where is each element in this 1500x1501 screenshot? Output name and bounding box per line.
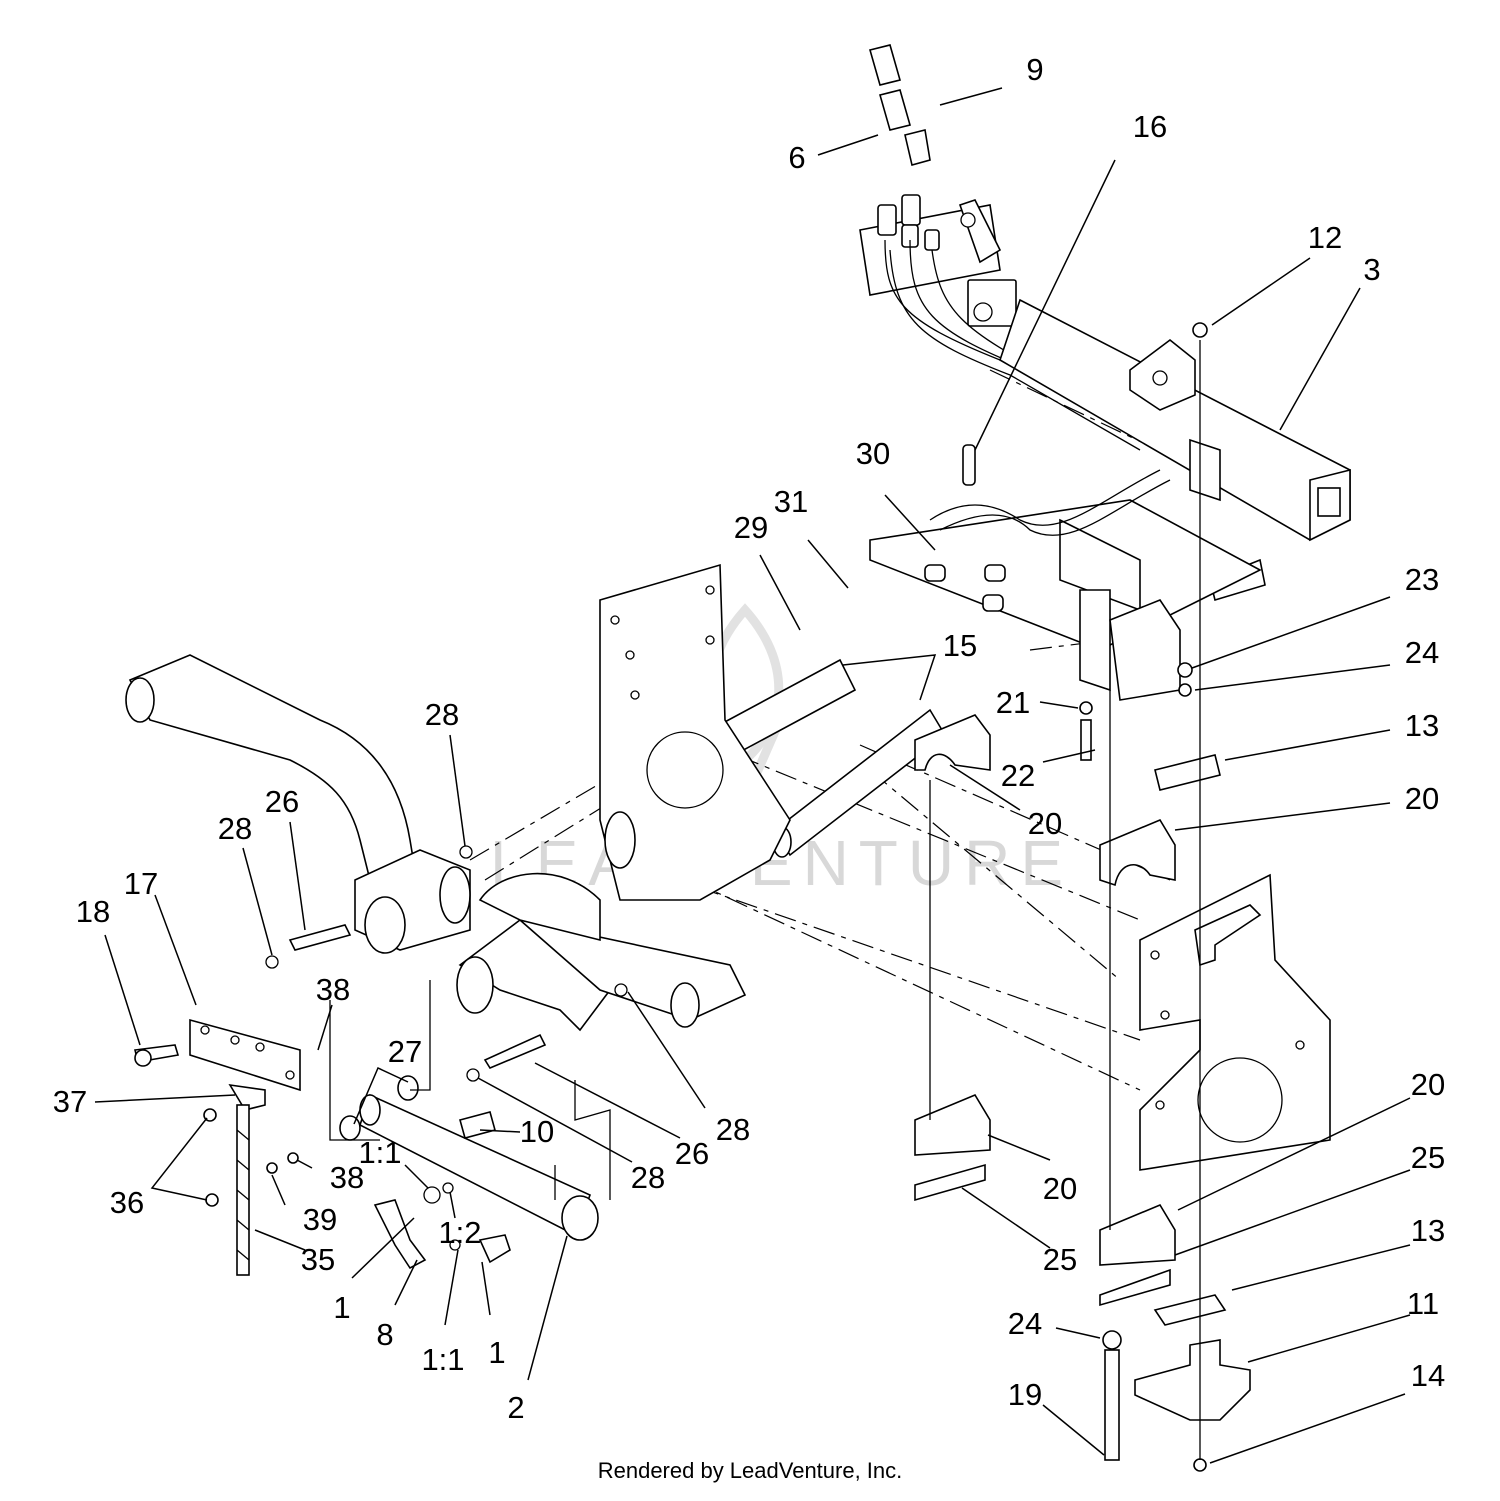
- callout-20: 20: [1405, 781, 1439, 816]
- callout-24: 24: [1405, 635, 1439, 670]
- callout-20: 20: [1411, 1067, 1445, 1102]
- callout-28: 28: [218, 811, 252, 846]
- callout-26: 26: [265, 784, 299, 819]
- right-side-plate: [1139, 873, 1331, 1171]
- callout-10: 10: [520, 1114, 554, 1149]
- link-plate-17: [134, 1018, 301, 1092]
- pins-26: [265, 845, 628, 1082]
- callout-35: 35: [301, 1242, 335, 1277]
- vertical-guides: [329, 340, 1201, 1460]
- pin-16: [962, 444, 976, 486]
- callout-29: 29: [734, 510, 768, 545]
- hydraulic-cylinder: [339, 1075, 599, 1241]
- callout-20: 20: [1028, 806, 1062, 841]
- chain-35: [203, 1083, 299, 1276]
- cross-member-bracket: [869, 469, 1262, 701]
- callout-ratio-1-1: 1:1: [358, 1135, 401, 1170]
- callout-6: 6: [788, 140, 805, 175]
- callout-37: 37: [53, 1084, 87, 1119]
- callout-11: 11: [1407, 1286, 1439, 1321]
- callout-8: 8: [376, 1317, 393, 1352]
- callout-ratio-1-1: 1:1: [421, 1342, 464, 1377]
- callout-31: 31: [774, 484, 808, 519]
- leader-lines: [94, 87, 1411, 1464]
- callout-38: 38: [330, 1160, 364, 1195]
- callout-1: 1: [333, 1290, 350, 1325]
- right-pivot-arm: [456, 872, 747, 1032]
- callout-38: 38: [316, 972, 350, 1007]
- callout-9: 9: [1026, 52, 1043, 87]
- callout-12: 12: [1308, 220, 1342, 255]
- callout-30: 30: [856, 436, 890, 471]
- hydraulic-valve-assembly: [859, 194, 1171, 456]
- left-side-plate: [599, 563, 791, 901]
- left-pivot-arm: [125, 654, 471, 954]
- callout-1: 1: [488, 1335, 505, 1370]
- callout-20: 20: [1043, 1171, 1077, 1206]
- callout-18: 18: [76, 894, 110, 929]
- callout-21: 21: [996, 685, 1030, 720]
- callout-39: 39: [303, 1202, 337, 1237]
- callout-28: 28: [631, 1160, 665, 1195]
- assembly-lines: [469, 369, 1201, 1091]
- callout-14: 14: [1411, 1358, 1445, 1393]
- callout-16: 16: [1133, 109, 1167, 144]
- hydraulic-fittings: [373, 44, 931, 1270]
- callout-19: 19: [1008, 1377, 1042, 1412]
- callout-23: 23: [1405, 562, 1439, 597]
- callout-labels: 9 6 16 12 3 30 31 29 15 23 24 21 13 22 2…: [53, 52, 1445, 1425]
- callout-28: 28: [425, 697, 459, 732]
- callout-ratio-1-2: 1:2: [438, 1215, 481, 1250]
- callout-27: 27: [388, 1034, 422, 1069]
- callout-3: 3: [1363, 252, 1380, 287]
- callout-24: 24: [1008, 1306, 1042, 1341]
- callout-25: 25: [1411, 1140, 1445, 1175]
- callout-22: 22: [1001, 758, 1035, 793]
- callout-36: 36: [110, 1185, 144, 1220]
- callout-17: 17: [124, 866, 158, 901]
- footer-credit: Rendered by LeadVenture, Inc.: [598, 1458, 903, 1483]
- callout-25: 25: [1043, 1242, 1077, 1277]
- callout-15: 15: [943, 628, 977, 663]
- callout-13: 13: [1411, 1213, 1445, 1248]
- clamp-blocks: [914, 322, 1251, 1472]
- callout-28: 28: [716, 1112, 750, 1147]
- callout-26: 26: [675, 1136, 709, 1171]
- callout-2: 2: [507, 1390, 524, 1425]
- callout-13: 13: [1405, 708, 1439, 743]
